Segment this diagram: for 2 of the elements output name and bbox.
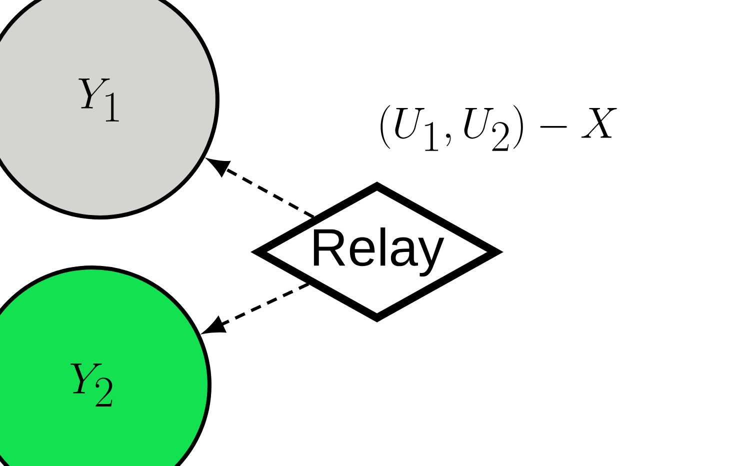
- circle-node: $Y_2$: [0, 266, 212, 466]
- formula-label: $(U_1, U_2) - X$: [380, 105, 617, 151]
